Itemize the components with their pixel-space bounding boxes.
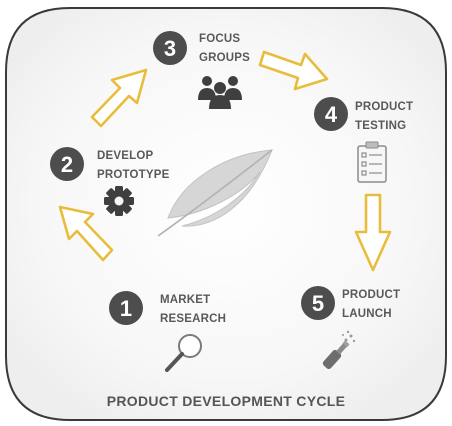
svg-text:3: 3 [164, 36, 176, 61]
step-label-3-line2: GROUPS [199, 52, 251, 64]
arrow-4-to-5 [354, 193, 392, 272]
clipboard-checklist-icon [357, 141, 387, 183]
step-label-3-line1: FOCUS [199, 33, 241, 45]
step-label-4: PRODUCT TESTING [355, 98, 413, 136]
step-label-2-line1: DEVELOP [97, 150, 154, 162]
step-label-5-line1: PRODUCT [342, 289, 401, 301]
step-label-4-line1: PRODUCT [355, 101, 414, 113]
step-badge-3: 3 [153, 31, 187, 65]
step-badge-4: 4 [314, 97, 348, 131]
arrow-1-to-2 [58, 205, 114, 262]
svg-text:5: 5 [312, 291, 324, 316]
gear-icon [104, 186, 134, 216]
arrow-2-to-3 [90, 68, 148, 128]
step-label-1: MARKET RESEARCH [160, 291, 226, 329]
arrow-3-to-4 [258, 50, 329, 91]
step-badge-2: 2 [50, 147, 84, 181]
step-badge-1: 1 [109, 291, 143, 325]
step-badge-5: 5 [301, 286, 335, 320]
people-group-icon [198, 76, 242, 109]
magnifier-icon [165, 334, 202, 372]
svg-text:2: 2 [61, 152, 73, 177]
feather-icon [157, 149, 273, 237]
step-label-2-line2: PROTOTYPE [97, 169, 170, 181]
diagram-title: PRODUCT DEVELOPMENT CYCLE [106, 393, 346, 409]
step-label-1-line1: MARKET [160, 294, 211, 306]
svg-text:1: 1 [120, 296, 132, 321]
champagne-bottle-icon [322, 330, 356, 369]
step-label-1-line2: RESEARCH [160, 313, 227, 325]
step-label-3: FOCUS GROUPS [199, 30, 250, 68]
step-label-5: PRODUCT LAUNCH [342, 286, 400, 324]
svg-text:4: 4 [325, 102, 338, 127]
step-label-4-line2: TESTING [355, 120, 407, 132]
step-label-2: DEVELOP PROTOTYPE [97, 147, 170, 185]
step-label-5-line2: LAUNCH [342, 308, 392, 320]
